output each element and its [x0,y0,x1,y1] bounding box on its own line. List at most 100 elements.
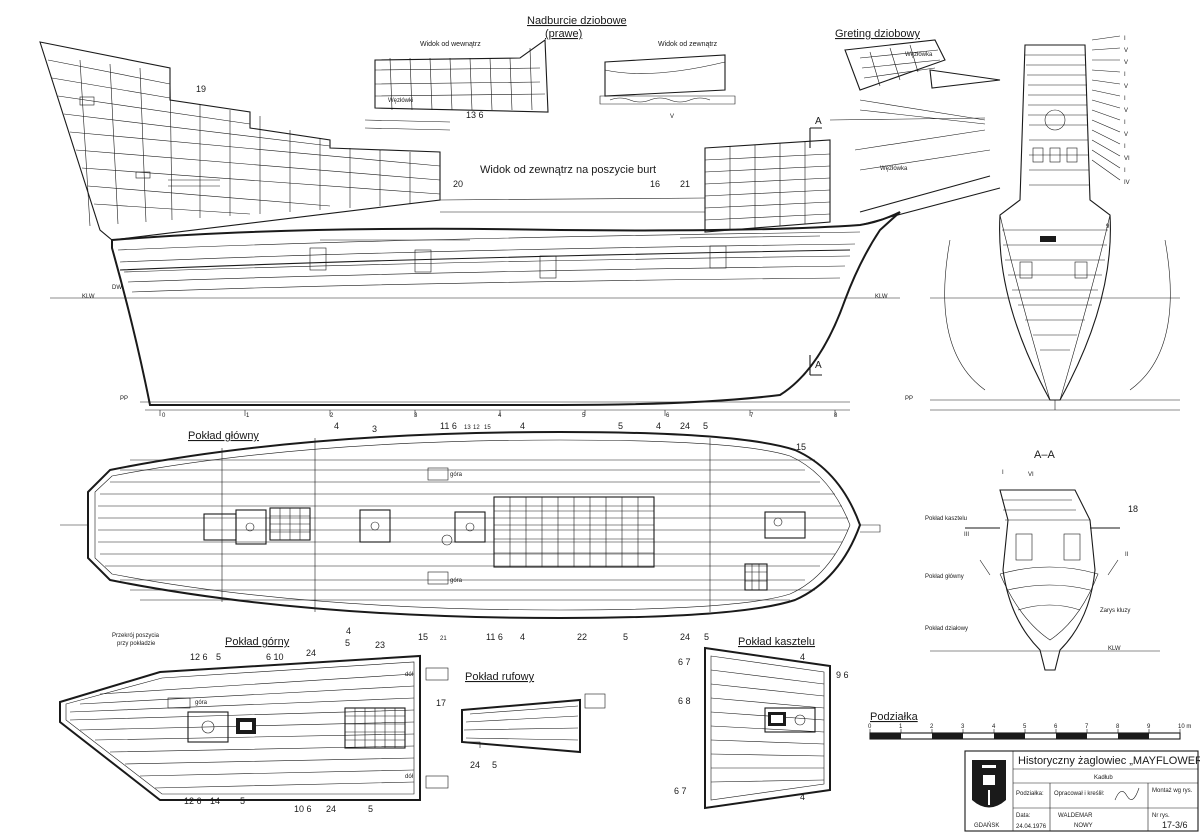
bulwark-details [364,38,736,131]
callout: 19 [196,84,206,94]
upper-deck-plan [59,654,449,801]
label-section-a-top: A [815,116,822,127]
label-wezlowka-2: Węzłówka [880,166,908,172]
frame-number: 4 [498,413,502,419]
callout: 6 10 [266,652,284,662]
callout: 17 [436,698,446,708]
callout: 4 [346,626,351,636]
callout: 12 [473,425,480,431]
roman-numeral: I [1124,144,1126,150]
roman-numeral: V [1124,60,1128,66]
label-podzialka: Podziałka [870,711,919,723]
callout: 16 [650,179,660,189]
callout: 3 [372,424,377,434]
gdansk-crest-icon [972,760,1006,808]
callout: 22 [577,632,587,642]
callout: 6 8 [678,696,691,706]
assembly-label: Montaż wg rys. [1152,788,1193,794]
callout: 11 6 [486,632,503,642]
scale-bar [869,729,1181,740]
roman-numeral: IV [1124,180,1130,186]
callout: 15 [796,442,806,452]
roman-numeral: V [1124,132,1128,138]
callout: 15 [418,632,428,642]
callout: 4 [800,652,805,662]
callout: 6 7 [674,786,687,796]
callout: 21 [680,179,690,189]
drawing-number: 17-3/6 [1162,820,1188,830]
label-pp-right: PP [905,396,913,402]
callout: 5 [345,638,350,648]
callout: 5 [240,796,245,806]
labels: Nadburcie dziobowe (prawe) Widok od wewn… [82,15,1130,780]
callout: 21 [440,636,447,642]
callout: 20 [453,179,463,189]
frame-number: 6 [666,413,670,419]
label-zarys-kluzy: Zarys kluzy [1100,608,1130,614]
scale-number: 4 [992,724,996,730]
frame-number: 5 [582,413,586,419]
callout: 15 [484,425,491,431]
callout: 24 [680,421,690,431]
label-section-a-bottom: A [815,360,822,371]
callout: 4 [520,421,525,431]
label-wezlowka-1: Węzłówka [905,52,933,58]
title-block-text: Historyczny żaglowiec „MAYFLOWER” Kadłub… [974,755,1200,830]
label-aa-kasztel: Pokład kasztelu [925,516,967,522]
scale-number: 2 [930,724,934,730]
frame-number: 7 [750,413,754,419]
callout: 9 6 [836,670,849,680]
scale-number: 7 [1085,724,1089,730]
label-upper-deck: Pokład górny [225,636,290,648]
callout: 13 6 [466,110,484,120]
roman-numeral: V [1124,48,1128,54]
roman-numeral: V [1124,84,1128,90]
callout: 5 [704,632,709,642]
bow-front-view [930,35,1180,411]
scale-number: 9 [1147,724,1151,730]
callout: 11 6 [440,421,457,431]
callout: 4 [800,792,805,802]
label-widok-wew: Widok od wewnątrz [420,41,481,48]
callout: 14 [210,796,220,806]
author-first-name: WALDEMAR [1058,813,1093,819]
callout: 12 6 [190,652,208,662]
label-widok-zew: Widok od zewnątrz [658,41,718,48]
label-main-deck: Pokład główny [188,430,259,442]
callout: I [1002,470,1004,476]
frame-number: 0 [162,413,166,419]
callout: 5 [618,421,623,431]
roman-numeral: VI [1124,156,1130,162]
label-dol-2: dół [405,774,414,780]
callout: 24 [680,632,690,642]
scale-number: 8 [1116,724,1120,730]
label-forecastle-deck: Pokład kasztelu [738,636,815,648]
callout: 24 [470,760,480,770]
label-klw: KLW [82,294,95,300]
label-klw-aa: KLW [1108,646,1121,652]
label-aa-dzialowy: Pokład działowy [925,626,968,632]
label-pp: PP [120,396,128,402]
roman-numeral: I [1124,120,1126,126]
scale-number: 10 m [1178,724,1191,730]
scale-number: 3 [961,724,965,730]
callout: VI [1028,472,1034,478]
date-label: Data: [1016,813,1031,819]
main-deck-plan [60,430,881,620]
author-last-name: NOWY [1074,823,1093,829]
label-nadburcie: Nadburcie dziobowe [527,15,627,27]
roman-numeral: I [1124,72,1126,78]
scale-label: Podziałka: [1016,791,1044,797]
label-wezlowki: Węzłówki [388,98,413,104]
scale-number: 0 [868,724,872,730]
label-poop-deck: Pokład rufowy [465,671,535,683]
section-a-a [930,489,1160,671]
scale-number: 1 [899,724,903,730]
frame-number: 1 [246,413,250,419]
bow-grating [844,39,1001,125]
author-label: Opracował i kreślił: [1054,791,1105,797]
label-przekroj-2: przy pokładzie [117,641,156,647]
drawing-subtitle: Kadłub [1094,775,1113,781]
